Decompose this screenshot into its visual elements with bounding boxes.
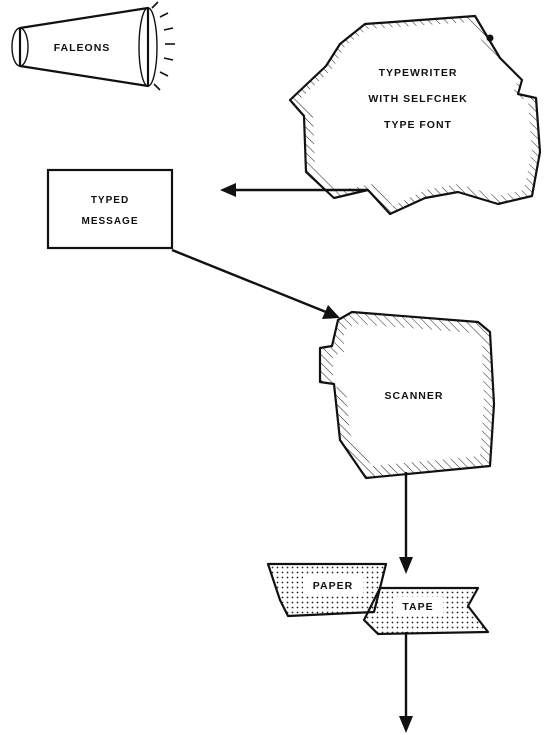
megaphone-label: FALEONS — [54, 42, 111, 54]
scanner-label: SCANNER — [385, 390, 444, 402]
scanner-node: SCANNER — [320, 312, 494, 478]
typewriter-line-2: WITH SELFCHEK — [368, 93, 467, 105]
typed-message-box — [48, 170, 172, 248]
typed-message-line-1: TYPED — [91, 195, 129, 206]
paper-label: PAPER — [313, 580, 353, 592]
typed-message-node: TYPED MESSAGE — [48, 170, 172, 248]
tape-label: TAPE — [402, 601, 433, 613]
typewriter-node: TYPEWRITER WITH SELFCHEK TYPE FONT — [290, 16, 540, 214]
typewriter-body — [300, 22, 532, 206]
paper-tape-node: PAPER TAPE — [268, 564, 488, 634]
arrow-tape-down — [399, 632, 413, 733]
megaphone: FALEONS — [12, 2, 175, 90]
typewriter-line-3: TYPE FONT — [384, 119, 452, 131]
sound-wave-icon — [152, 2, 175, 90]
arrow-scanner-to-tape — [399, 472, 413, 574]
typewriter-dot — [487, 35, 494, 42]
typewriter-line-1: TYPEWRITER — [379, 67, 458, 79]
arrow-message-to-scanner — [172, 250, 340, 319]
typed-message-line-2: MESSAGE — [81, 216, 138, 227]
